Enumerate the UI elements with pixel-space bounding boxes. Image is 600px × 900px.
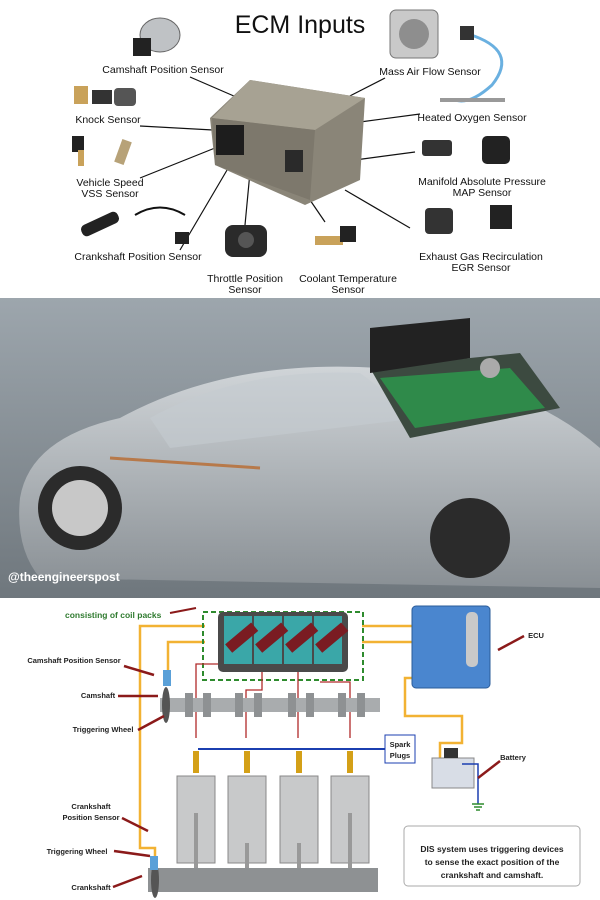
ecm-inputs-diagram: ECM Inputs Camshaft Position Sensor M <box>0 0 600 298</box>
note-line-1: DIS system uses triggering devices <box>420 844 563 854</box>
throttle-sensor-icon <box>225 225 267 257</box>
ecu-box <box>411 605 491 689</box>
camshaft-sensor-icon <box>133 17 181 56</box>
knock-sensor-icon <box>74 86 136 106</box>
label-heated-oxygen-sensor: Heated Oxygen Sensor <box>417 112 527 124</box>
label-throttle-sensor: Sensor <box>228 284 262 296</box>
battery-label: Battery <box>500 753 527 762</box>
coil-arrow <box>169 607 197 614</box>
map-sensor-icon <box>422 136 510 164</box>
camshaft-sensor-label: Camshaft Position Sensor <box>27 656 120 665</box>
spark-plugs-label-1: Spark <box>390 740 412 749</box>
label-mass-air-flow-sensor: Mass Air Flow Sensor <box>379 66 481 78</box>
ecm-module <box>210 80 365 205</box>
note-line-3: crankshaft and camshaft. <box>441 870 544 880</box>
label-camshaft-position-sensor: Camshaft Position Sensor <box>102 64 224 76</box>
crankshaft <box>148 856 378 898</box>
ignition-switch <box>444 748 458 758</box>
label-manifold-absolute-pressure: Manifold Absolute Pressure <box>418 176 546 188</box>
spark-plugs-box <box>384 734 416 764</box>
battery-arrow <box>477 760 501 779</box>
label-coolant-temperature: Coolant Temperature <box>299 273 397 285</box>
label-exhaust-gas-recirculation: Exhaust Gas Recirculation <box>419 251 543 263</box>
spark-plugs-label-2: Plugs <box>390 751 410 760</box>
diagram-title: ECM Inputs <box>235 11 366 39</box>
label-egr-sensor: EGR Sensor <box>452 262 511 274</box>
connector-lines <box>139 76 421 251</box>
coil-pack <box>218 612 349 672</box>
crank-triggering-wheel <box>151 862 159 898</box>
label-vehicle-speed: Vehicle Speed <box>76 177 143 189</box>
dis-ignition-diagram: consisting of coil packs ECU Spark Plugs <box>0 598 600 900</box>
sensor-wires <box>138 624 464 860</box>
egr-sensor-icon <box>425 205 512 234</box>
crank-trigger-wheel-label: Triggering Wheel <box>47 847 108 856</box>
ecu-label: ECU <box>528 631 544 640</box>
engine-cylinders <box>176 751 370 888</box>
label-map-sensor: MAP Sensor <box>453 187 512 199</box>
car-ecu-photo: @theengineerspost <box>0 298 600 598</box>
label-vss-sensor: VSS Sensor <box>81 188 139 200</box>
crank-sensor-label-2: Position Sensor <box>62 813 119 822</box>
sensor-icons <box>72 9 512 257</box>
ecu-module-photo <box>370 318 560 438</box>
crankshaft-sensor <box>150 856 158 870</box>
camshaft-sensor <box>163 670 171 686</box>
crank-sensor-label-1: Crankshaft <box>71 802 111 811</box>
coil-packs-label: consisting of coil packs <box>65 610 162 620</box>
label-coolant-sensor: Sensor <box>331 284 365 296</box>
label-crankshaft-position-sensor: Crankshaft Position Sensor <box>74 251 202 263</box>
coolant-sensor-icon <box>315 226 356 245</box>
camshaft <box>160 670 380 723</box>
label-knock-sensor: Knock Sensor <box>75 114 141 126</box>
battery <box>431 748 484 811</box>
ecu-arrow <box>497 634 525 652</box>
cam-triggering-wheel <box>162 687 170 723</box>
vss-sensor-icon <box>72 136 132 166</box>
crankshaft-label: Crankshaft <box>71 883 111 892</box>
watermark: @theengineerspost <box>8 570 120 584</box>
camshaft-label: Camshaft <box>81 691 116 700</box>
label-throttle-position: Throttle Position <box>207 273 283 285</box>
note-line-2: to sense the exact position of the <box>425 857 560 867</box>
cam-trigger-wheel-label: Triggering Wheel <box>73 725 134 734</box>
crank-sensor-icon <box>80 206 189 244</box>
dis-note-box <box>403 825 581 887</box>
